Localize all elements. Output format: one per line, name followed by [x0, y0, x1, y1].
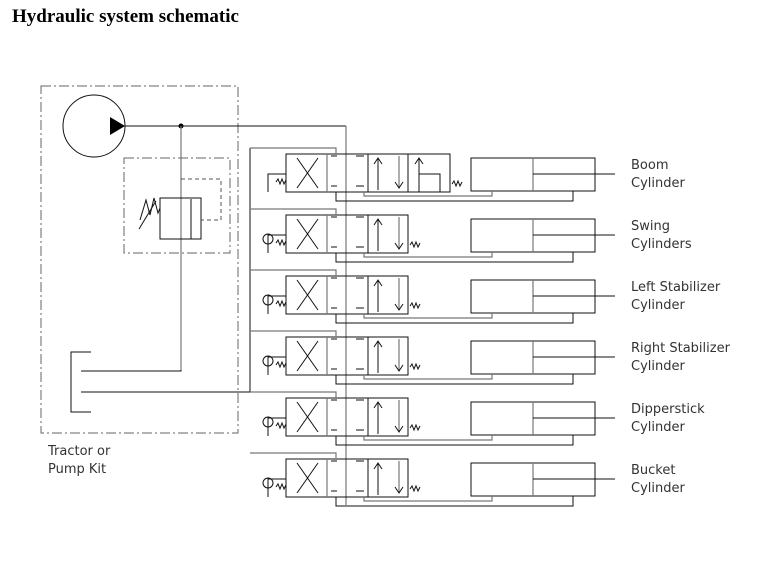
spring-icon — [451, 179, 463, 188]
hose-a — [363, 191, 493, 197]
power-unit-label-1: Tractor or — [47, 444, 111, 459]
gauge-icon — [262, 233, 274, 245]
supply-branch — [250, 147, 337, 154]
spring-icon — [275, 299, 287, 308]
spool-straight — [367, 153, 451, 193]
cylinder-label: Left Stabilizer — [631, 280, 721, 295]
supply-branch — [250, 208, 337, 215]
spring-icon — [409, 240, 421, 249]
hose-b — [335, 191, 574, 202]
hose-b — [335, 435, 574, 446]
hose-a — [363, 374, 493, 380]
spool-straight — [367, 336, 409, 376]
gauge-icon — [262, 294, 274, 306]
spring-icon — [275, 421, 287, 430]
hose-b — [335, 252, 574, 263]
cylinder-label: Swing — [631, 219, 670, 234]
hose-a — [363, 313, 493, 319]
hose-a — [363, 496, 493, 502]
spring-icon — [409, 484, 421, 493]
supply-branch — [250, 269, 337, 276]
hose-b — [335, 496, 574, 507]
spool-straight — [367, 275, 409, 315]
cylinder-label-sub: Cylinder — [631, 359, 685, 374]
spring-icon — [275, 482, 287, 491]
gauge-icon — [262, 355, 274, 367]
gauge-icon — [262, 416, 274, 428]
hose-b — [335, 313, 574, 324]
spring-icon — [275, 360, 287, 369]
cylinder-label-sub: Cylinder — [631, 420, 685, 435]
tank-icon — [70, 351, 91, 413]
cylinder-label-sub: Cylinders — [631, 237, 692, 252]
return-line — [81, 370, 182, 372]
cylinder-label: Boom — [631, 158, 669, 173]
spring-icon — [409, 362, 421, 371]
cylinder-label: Bucket — [631, 463, 675, 478]
spring-icon — [409, 423, 421, 432]
spring-icon — [275, 177, 287, 186]
spool-straight — [367, 397, 409, 437]
hose-b — [335, 374, 574, 385]
cylinder-label-sub: Cylinder — [631, 481, 685, 496]
spool-straight — [367, 458, 409, 498]
cylinder-label: Right Stabilizer — [631, 341, 731, 356]
cylinder-label: Dipperstick — [631, 402, 705, 417]
pump-icon — [62, 94, 126, 158]
gauge-icon — [262, 477, 274, 489]
page-title: Hydraulic system schematic — [12, 6, 239, 27]
supply-branch — [250, 452, 337, 459]
supply-branch — [250, 330, 337, 337]
cylinder-label-sub: Cylinder — [631, 298, 685, 313]
spring-icon — [275, 238, 287, 247]
supply-branch — [250, 391, 337, 398]
relief-valve-icon — [123, 157, 231, 254]
spool-straight — [367, 214, 409, 254]
power-unit: Tractor or Pump Kit — [40, 85, 346, 477]
power-unit-boundary — [40, 85, 239, 434]
hose-a — [363, 252, 493, 258]
cylinder-label-sub: Cylinder — [631, 176, 685, 191]
power-unit-label-2: Pump Kit — [48, 462, 106, 477]
spring-icon — [409, 301, 421, 310]
hose-a — [363, 435, 493, 441]
